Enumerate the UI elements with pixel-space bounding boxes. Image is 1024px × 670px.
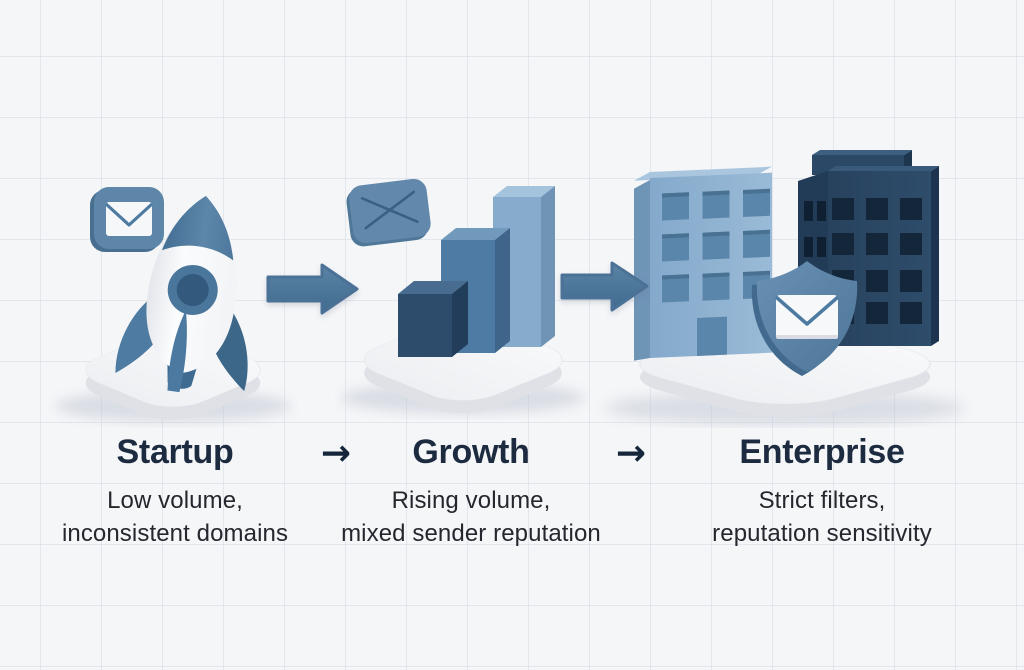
bar-chart-bars	[398, 186, 555, 357]
flow-arrow-3d-icon-1	[266, 263, 359, 315]
envelope-back-tile-icon	[346, 178, 431, 247]
office-buildings-3d-illustration	[605, 150, 965, 425]
shield-envelope-flap	[774, 295, 840, 326]
shield-envelope-icon	[751, 261, 858, 376]
light-building-windows	[662, 188, 770, 303]
rocket-icon	[115, 195, 248, 393]
connector-arrow-2: →	[615, 433, 647, 474]
stage-desc-enterprise: Strict filters, reputation sensitivity	[672, 484, 972, 550]
stage-title-enterprise: Enterprise	[739, 433, 905, 471]
window-shadows	[662, 188, 770, 280]
stage-title-growth: Growth	[412, 433, 530, 471]
desc-line: inconsistent domains	[61, 520, 289, 547]
light-building	[634, 166, 772, 361]
envelope-badge-icon	[90, 187, 164, 252]
shield-envelope-body	[776, 295, 838, 339]
connector-arrow-1: →	[320, 433, 352, 474]
desc-line: reputation sensitivity	[712, 520, 932, 547]
flow-arrow-3d-icon-2	[560, 261, 649, 312]
stage-desc-growth: Rising volume, mixed sender reputation	[321, 484, 621, 550]
light-building-door	[697, 316, 727, 356]
desc-line: Strict filters,	[758, 487, 886, 514]
desc-line: Rising volume,	[391, 487, 551, 514]
rising-bar-chart-3d-illustration	[341, 178, 585, 414]
rocket-nose-cone	[161, 195, 234, 261]
rocket-center-fin	[167, 310, 187, 393]
rocket-launch-3d-illustration	[55, 187, 291, 422]
bar-short	[398, 281, 468, 357]
desc-line: mixed sender reputation	[341, 520, 601, 547]
stage-desc-startup: Low volume, inconsistent domains	[25, 484, 325, 550]
desc-line: Low volume,	[107, 487, 243, 514]
rocket-porthole	[176, 273, 209, 306]
stage-title-startup: Startup	[116, 433, 234, 471]
